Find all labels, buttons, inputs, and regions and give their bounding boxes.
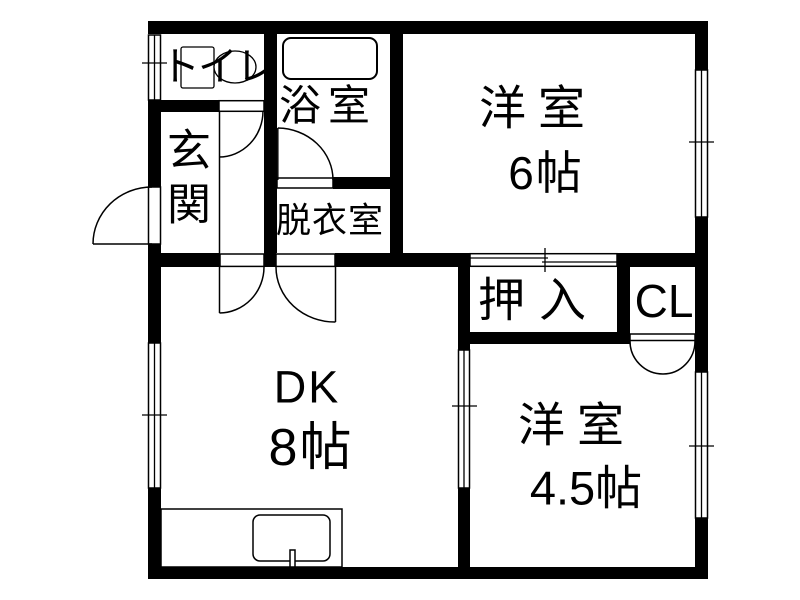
western45-window — [689, 371, 714, 519]
western-room-6-size: 6帖 — [508, 147, 584, 199]
fixtures — [160, 37, 378, 568]
wall-oshiire-bottom — [458, 332, 630, 344]
bath-door — [276, 127, 334, 189]
kitchen-counter-icon — [160, 508, 343, 568]
wall-mid-b — [335, 253, 470, 267]
wall-toilet-right — [264, 33, 277, 253]
oshiire-sliding-door — [469, 248, 618, 272]
bathtub-icon — [282, 37, 378, 80]
dk-window — [142, 342, 167, 489]
doors — [92, 99, 696, 375]
windows — [142, 34, 714, 519]
dressing-dk-door — [275, 253, 337, 323]
wall-bath-east — [390, 33, 403, 253]
wall-bath-dressing — [333, 177, 403, 189]
dk-size: 8帖 — [268, 419, 354, 477]
oshiire-label: 押入 — [478, 273, 600, 327]
wall-oshiire-left — [458, 253, 470, 350]
walls — [148, 21, 708, 579]
western-room-45-label: 洋室 — [518, 398, 636, 452]
western-room-6-label: 洋室 — [479, 81, 597, 135]
wall-left-upper — [148, 100, 161, 187]
wall-bottom — [148, 567, 708, 579]
wall-dk-west45-lower — [458, 488, 470, 567]
toilet-window — [142, 34, 167, 101]
wall-top — [148, 21, 708, 34]
wall-right-mid — [695, 217, 708, 372]
entrance-door — [92, 186, 162, 245]
western-room-45-size: 4.5帖 — [529, 461, 643, 515]
wall-mid-stub — [264, 253, 276, 267]
toilet-icon — [180, 46, 257, 89]
hall-dk-door — [218, 253, 265, 314]
bath-label: 浴室 — [278, 82, 378, 129]
wall-left-lower — [148, 488, 161, 579]
entrance-label: 玄関 — [160, 127, 209, 235]
wall-right-lower — [695, 518, 708, 579]
western6-window — [689, 69, 714, 218]
wall-mid-c — [617, 253, 708, 267]
dressing-room-label: 脱衣室 — [275, 201, 385, 241]
cl-label: CL — [634, 275, 694, 327]
faucet-icon — [289, 549, 296, 568]
toilet-label: トイレ — [160, 45, 276, 89]
dk-western45-sliding-door — [452, 349, 477, 489]
wall-left-mid — [148, 244, 161, 343]
cl-double-door — [629, 333, 696, 375]
wall-mid-a — [148, 253, 220, 267]
wall-right-upper — [695, 21, 708, 70]
toilet-door — [218, 99, 265, 158]
wall-oshiire-cl-divider — [617, 253, 630, 344]
dk-label: DK — [273, 361, 341, 413]
wall-toilet-bottom — [148, 100, 219, 112]
